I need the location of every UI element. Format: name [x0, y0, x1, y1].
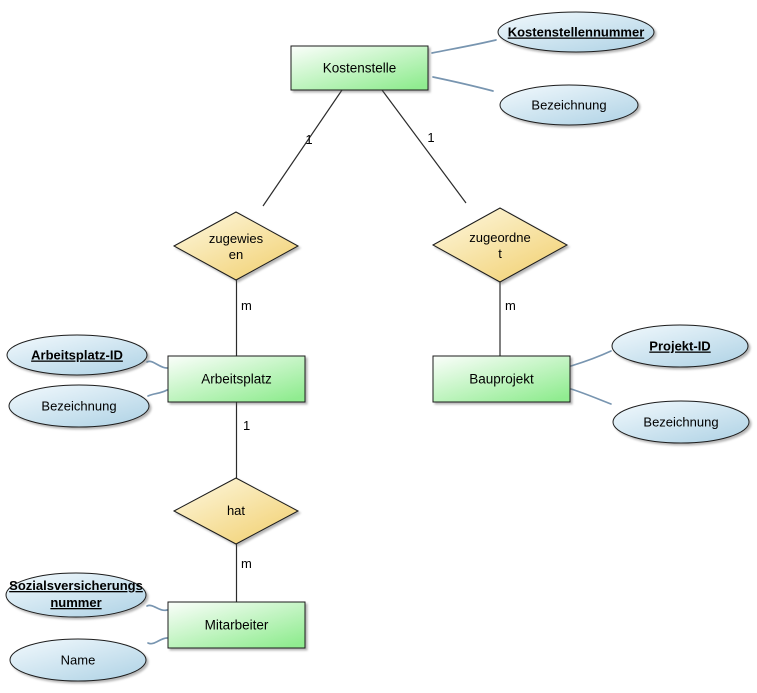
- attribute-kostenstelle-bezeichnung-shape: [499, 84, 639, 126]
- attribute-arbeitsplatz-id-label: Arbeitsplatz-ID: [31, 348, 123, 363]
- cardinality-kostenstelle-zugewiesen: 1: [305, 132, 312, 147]
- entity-arbeitsplatz: Arbeitsplatz: [167, 355, 306, 403]
- entity-bauprojekt: Bauprojekt: [432, 355, 571, 403]
- attribute-projekt-id-label: Projekt-ID: [649, 339, 710, 354]
- attribute-kostenstellennummer: Kostenstellennummer: [497, 11, 655, 53]
- attribute-arbeitsplatz-id: Arbeitsplatz-ID: [6, 334, 148, 376]
- relationship-zugewiesen-label-line1: zugewies: [209, 231, 264, 246]
- entity-arbeitsplatz-label: Arbeitsplatz: [201, 372, 272, 387]
- cardinality-zugeordnet-bauprojekt: m: [505, 298, 516, 313]
- attribute-arbeitsplatz-bezeichnung-shape: [8, 384, 150, 428]
- connector-bauprojekt-bezeichnung: [570, 388, 612, 405]
- relationship-zugeordnet: zugeordne t: [431, 207, 569, 283]
- entity-mitarbeiter: Mitarbeiter: [167, 601, 306, 649]
- attribute-kostenstelle-bezeichnung-label: Bezeichnung: [531, 98, 606, 113]
- line-kostenstelle-zugewiesen: [262, 89, 343, 207]
- relationship-zugewiesen: zugewies en: [172, 211, 300, 281]
- attribute-connectors: [146, 39, 612, 645]
- attribute-bauprojekt-bezeichnung-label: Bezeichnung: [643, 415, 718, 430]
- attribute-arbeitsplatz-id-shape: [6, 334, 148, 376]
- attribute-projekt-id-shape: [611, 324, 749, 368]
- connector-kostenstelle-bezeichnung: [432, 76, 494, 92]
- relationship-lines: [235, 89, 501, 602]
- attribute-kostenstellennummer-label: Kostenstellennummer: [508, 25, 645, 40]
- relationship-zugeordnet-label-line1: zugeordne: [469, 230, 530, 245]
- attribute-bauprojekt-bezeichnung-shape: [612, 400, 750, 444]
- attribute-name-label: Name: [61, 653, 96, 668]
- entity-arbeitsplatz-shape: [167, 355, 306, 403]
- cardinality-arbeitsplatz-hat: 1: [243, 418, 250, 433]
- attribute-arbeitsplatz-bezeichnung: Bezeichnung: [8, 384, 150, 428]
- cardinality-labels: 1 1 m 1 m m: [241, 130, 516, 571]
- cardinality-hat-mitarbeiter: m: [241, 556, 252, 571]
- entity-bauprojekt-label: Bauprojekt: [469, 372, 534, 387]
- attribute-name-shape: [9, 638, 147, 682]
- connector-bauprojekt-projekt-id: [570, 350, 612, 367]
- attribute-sozialversicherungsnummer-label-line2: nummer: [50, 595, 101, 610]
- connector-mitarbeiter-sozialversicherungsnummer: [146, 604, 168, 612]
- attribute-sozialversicherungsnummer-shape: [5, 572, 147, 618]
- entity-bauprojekt-shape: [432, 355, 571, 403]
- relationship-hat-label: hat: [227, 503, 245, 518]
- attribute-kostenstelle-bezeichnung: Bezeichnung: [499, 84, 639, 126]
- connector-mitarbeiter-name: [147, 637, 168, 645]
- connector-kostenstelle-kostenstellennummer: [431, 39, 497, 54]
- attribute-sozialversicherungsnummer: Sozialsversicherungs nummer: [5, 572, 147, 618]
- relationship-hat-shape: [172, 477, 300, 545]
- cardinality-kostenstelle-zugeordnet: 1: [427, 130, 434, 145]
- attribute-sozialversicherungsnummer-label-line1: Sozialsversicherungs: [9, 578, 143, 593]
- connector-arbeitsplatz-id: [146, 360, 168, 369]
- entity-mitarbeiter-label: Mitarbeiter: [205, 618, 269, 633]
- entity-kostenstelle: Kostenstelle: [290, 45, 429, 91]
- relationship-zugewiesen-shape: [172, 211, 300, 281]
- attribute-projekt-id: Projekt-ID: [611, 324, 749, 368]
- entity-kostenstelle-label: Kostenstelle: [323, 61, 397, 76]
- attribute-bauprojekt-bezeichnung: Bezeichnung: [612, 400, 750, 444]
- relationship-zugewiesen-label-line2: en: [229, 247, 243, 262]
- relationship-zugeordnet-shape: [431, 207, 569, 283]
- entity-mitarbeiter-shape: [167, 601, 306, 649]
- relationship-zugeordnet-label-line2: t: [498, 246, 502, 261]
- relationship-hat: hat: [172, 477, 300, 545]
- cardinality-zugewiesen-arbeitsplatz: m: [241, 298, 252, 313]
- attribute-name: Name: [9, 638, 147, 682]
- attribute-arbeitsplatz-bezeichnung-label: Bezeichnung: [41, 399, 116, 414]
- entity-kostenstelle-shape: [290, 45, 429, 91]
- line-kostenstelle-zugeordnet: [381, 89, 467, 204]
- connector-arbeitsplatz-bezeichnung: [147, 389, 168, 397]
- attribute-kostenstellennummer-shape: [497, 11, 655, 53]
